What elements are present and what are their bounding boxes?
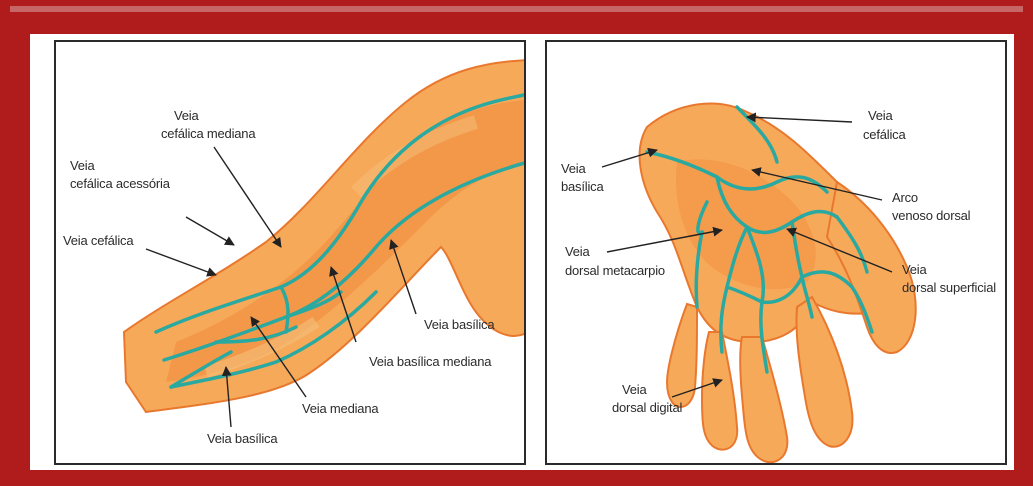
label-hand-cefalica-line1: Veia (868, 108, 893, 123)
label-dorsal-dig-line1: Veia (622, 382, 647, 397)
label-dorsal-meta-line2: dorsal metacarpio (565, 263, 665, 278)
label-hand-cefalica-line2: cefálica (863, 127, 906, 142)
label-arco-line2: venoso dorsal (892, 208, 971, 223)
label-hand-basilica-line2: basílica (561, 179, 604, 194)
label-mediana: Veia mediana (302, 401, 379, 416)
label-cefalica-mediana-line1: Veia (174, 108, 199, 123)
hand-illustration: Veia cefálica Veia basílica Arco venoso … (547, 42, 1007, 465)
label-dorsal-sup-line2: dorsal superficial (902, 280, 996, 295)
label-hand-basilica-line1: Veia (561, 161, 586, 176)
arm-illustration: Veia cefálica mediana Veia cefálica aces… (56, 42, 526, 465)
frame-highlight (10, 6, 1023, 12)
label-basilica-upper: Veia basílica (424, 317, 495, 332)
label-cefalica: Veia cefálica (63, 233, 134, 248)
arm-veins-panel: Veia cefálica mediana Veia cefálica aces… (54, 40, 526, 465)
hand-veins-panel: Veia cefálica Veia basílica Arco venoso … (545, 40, 1007, 465)
label-cefalica-acessoria-line2: cefálica acessória (70, 176, 171, 191)
label-dorsal-sup-line1: Veia (902, 262, 927, 277)
label-cefalica-mediana-line2: cefálica mediana (161, 126, 256, 141)
label-basilica-mediana: Veia basílica mediana (369, 354, 492, 369)
label-dorsal-dig-line2: dorsal digital (612, 400, 682, 415)
label-cefalica-acessoria-line1: Veia (70, 158, 95, 173)
label-arco-line1: Arco (892, 190, 918, 205)
label-basilica-lower: Veia basílica (207, 431, 278, 446)
label-dorsal-meta-line1: Veia (565, 244, 590, 259)
